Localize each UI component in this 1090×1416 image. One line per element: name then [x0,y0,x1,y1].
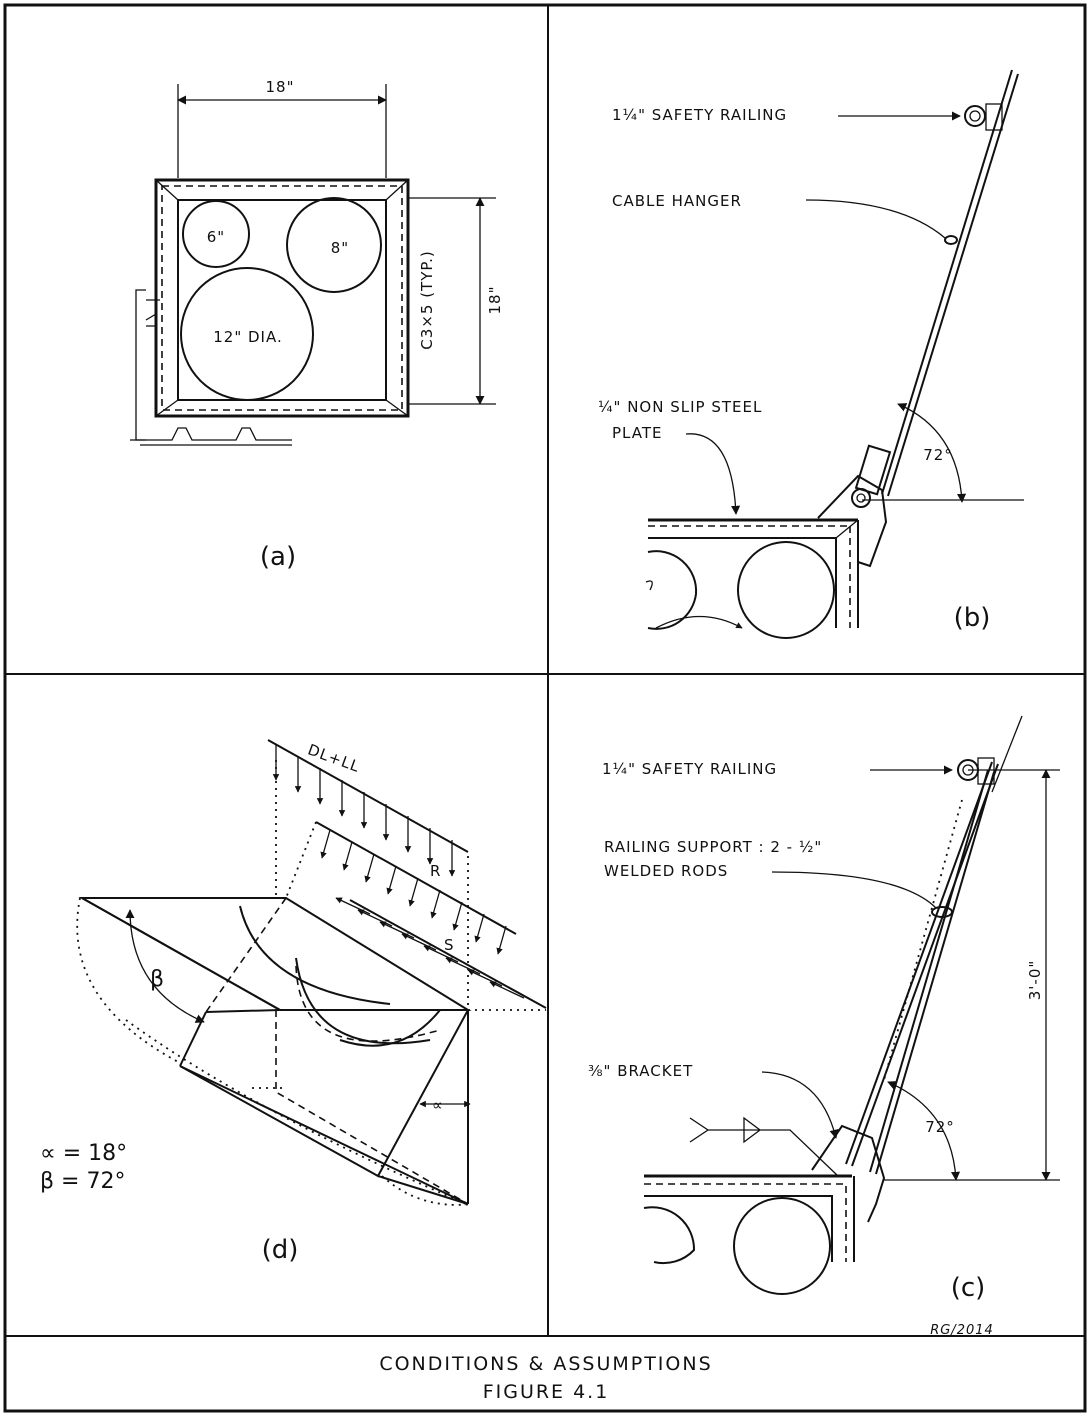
load-upper-label: DL+LL [305,741,362,776]
load-normal-label: R [430,862,441,880]
plate-label-line1: ¼" NON SLIP STEEL [598,398,762,416]
beta-equation: β = 72° [40,1169,125,1194]
load-tangent-label: S [444,936,455,954]
height-label: 3'-0" [1026,960,1044,1001]
angle-arc [887,1081,961,1181]
hanger-label: CABLE HANGER [612,192,742,210]
pipe-section-right [733,1197,831,1295]
pipe-section-right [737,541,835,639]
pipe-8-inch [286,197,382,293]
dim-right-label: 18" [486,286,504,315]
load-arrows-vertical [272,744,456,877]
safety-railing-pipe [964,105,986,127]
prism-top-face [78,897,472,1011]
panel-b-railing-detail: 1¼" SAFETY RAILING CABLE HANGER ¼" NON S… [598,69,1024,639]
beta-symbol: β [150,967,164,992]
support-label-line1: RAILING SUPPORT : 2 - ½" [604,838,822,856]
pipe-12-inch [180,267,314,401]
support-rod-2 [869,769,989,1173]
beta-arc [125,909,205,1023]
angle-label: 72° [925,1118,955,1136]
alpha-equation: ∝ = 18° [40,1141,127,1166]
pipe-6-inch [182,200,250,268]
cable-hanger [944,235,958,245]
railing-label: 1¼" SAFETY RAILING [612,106,787,124]
load-arrows-normal [320,829,507,955]
bracket-plate [817,474,888,568]
frame [3,3,1087,1413]
panel-a-box-section: 18" 6" 8" 12" DIA. C3×5 (TYP.) 18" (a) [130,78,504,572]
channel-label: C3×5 (TYP.) [418,250,436,349]
box-frame-outer [154,178,410,418]
panel-d-label: (d) [262,1235,299,1265]
pipe-small-label: 6" [207,228,225,246]
railing-post [881,69,1013,495]
caption-title: CONDITIONS & ASSUMPTIONS [379,1353,712,1375]
deck-profile [130,427,292,441]
load-arrows-tangent [335,897,525,999]
panel-a-label: (a) [260,542,296,572]
weld-symbol [689,1116,839,1177]
caption-figure: FIGURE 4.1 [483,1381,610,1403]
support-rod-1 [845,761,993,1165]
support-label-line2: WELDED RODS [604,862,728,880]
dim-top-label: 18" [266,78,295,96]
plate-label-line2: PLATE [612,424,662,442]
panel-c-label: (c) [951,1273,986,1303]
panel-d-load-diagram: DL+LL R S [40,739,547,1265]
railing-label: 1¼" SAFETY RAILING [602,760,777,778]
signature: RG/2014 [930,1323,994,1338]
bracket-plate [811,1124,886,1223]
alpha-symbol: ∝ [432,1096,444,1114]
angle-label: 72° [923,446,953,464]
pipe-section-left [643,1206,696,1265]
box-frame-inner [177,199,387,401]
hinge-pin [851,488,871,508]
bracket-label: ⅜" BRACKET [588,1062,693,1080]
panel-c-railing-support: 3'-0" 72° 1¼" SAFETY RAILING RAILING SUP… [588,715,1060,1338]
panel-b-label: (b) [954,603,991,633]
angle-arc [897,403,967,503]
prism-front-face [179,1009,469,1178]
pipe-medium-label: 8" [331,239,349,257]
pipe-large-label: 12" DIA. [213,328,283,346]
pipe-section-left [647,550,698,630]
